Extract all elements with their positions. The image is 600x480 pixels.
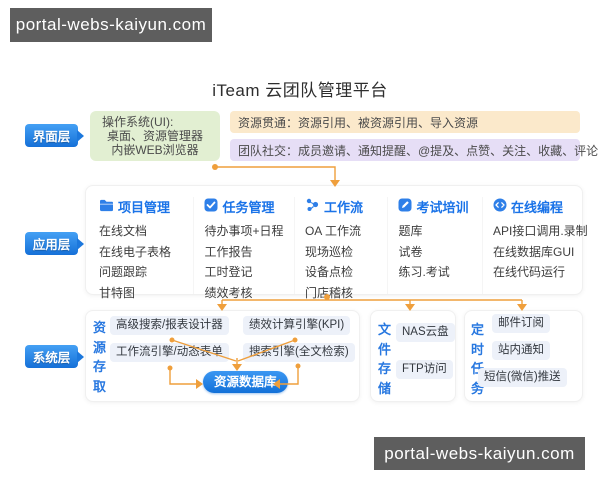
app-item: 试卷	[398, 244, 423, 259]
layer-tag-interface: 界面层	[25, 124, 78, 147]
app-item: 门店稽核	[304, 285, 353, 300]
workflow-icon	[305, 198, 320, 215]
app-item: 甘特图	[99, 285, 136, 300]
app-item: 待办事项+日程	[204, 224, 284, 238]
column-workflow: 工作流 OA 工作流 现场巡检 设备点检 门店稽核	[293, 197, 388, 300]
app-item: API接口调用.录制	[492, 224, 588, 238]
app-item: 在线代码运行	[492, 265, 565, 279]
column-title: 工作流	[323, 200, 363, 215]
application-layer-box: 项目管理 在线文档 在线电子表格 问题跟踪 甘特图 任务管理 待办事项+日程 工…	[85, 185, 588, 300]
layer-tag-application: 应用层	[25, 232, 78, 255]
pill-sms-push: 短信(微信)推送	[478, 368, 567, 387]
exam-icon	[398, 198, 412, 215]
column-title: 任务管理	[222, 200, 275, 215]
pill-workflow-engine: 工作流引擎/动态表单	[110, 343, 229, 362]
pill-kpi-engine: 绩效计算引擎(KPI)	[243, 316, 351, 335]
check-icon	[204, 198, 218, 215]
app-item: 工作报告	[204, 244, 253, 259]
app-item: 题库	[398, 224, 423, 238]
os-ui-box: 操作系统(UI): 桌面、资源管理器 内嵌WEB浏览器	[90, 111, 220, 161]
column-header: 在线编程	[493, 197, 582, 216]
column-online-coding: 在线编程 API接口调用.录制 在线数据库GUI 在线代码运行	[481, 197, 588, 294]
pill-email-subscribe: 邮件订阅	[492, 314, 550, 333]
column-exam-training: 考试培训 题库 试卷 练习.考试	[387, 197, 482, 294]
app-item: OA 工作流	[304, 224, 361, 238]
os-box-line1: 操作系统(UI):	[102, 115, 174, 129]
app-item: 绩效考核	[204, 285, 253, 300]
pill-advanced-search: 高级搜索/报表设计器	[110, 316, 229, 335]
column-title: 考试培训	[416, 200, 469, 215]
os-box-line3: 内嵌WEB浏览器	[111, 143, 199, 157]
app-item: 练习.考试	[398, 265, 450, 279]
app-item: 在线数据库GUI	[492, 244, 575, 259]
folder-icon	[99, 199, 114, 215]
app-item: 工时登记	[204, 265, 253, 279]
column-header: 任务管理	[204, 197, 293, 216]
file-storage-label: 文件存储	[377, 322, 391, 396]
os-box-line2: 桌面、资源管理器	[106, 129, 203, 143]
column-task-management: 任务管理 待办事项+日程 工作报告 工时登记 绩效考核	[193, 197, 293, 300]
app-item: 设备点检	[304, 265, 353, 279]
column-title: 项目管理	[118, 200, 171, 215]
team-social-bar: 团队社交：成员邀请、通知提醒、@提及、点赞、关注、收藏、评论	[230, 139, 598, 161]
app-item: 问题跟踪	[99, 265, 148, 279]
page-title: iTeam 云团队管理平台	[212, 81, 388, 100]
pill-ftp-access: FTP访问	[396, 360, 453, 379]
pill-nas-cloud: NAS云盘	[396, 323, 455, 342]
layer-tag-system: 系统层	[25, 345, 78, 368]
column-title: 在线编程	[510, 200, 563, 215]
column-header: 工作流	[305, 197, 388, 216]
code-icon	[493, 198, 507, 215]
app-item: 在线电子表格	[99, 244, 172, 259]
app-item: 现场巡检	[304, 244, 353, 259]
resource-access-label: 资源存取	[92, 320, 106, 394]
resource-database-button: 资源数据库	[203, 371, 288, 393]
pill-search-engine: 搜索引擎(全文检索)	[243, 343, 355, 362]
app-item: 在线文档	[99, 224, 148, 238]
column-header: 项目管理	[99, 197, 193, 216]
pill-site-notification: 站内通知	[492, 341, 550, 360]
watermark-top-left: portal-webs-kaiyun.com	[10, 8, 212, 42]
column-header: 考试培训	[398, 197, 482, 216]
watermark-bottom-right: portal-webs-kaiyun.com	[374, 437, 585, 470]
resource-connect-bar: 资源贯通：资源引用、被资源引用、导入资源	[230, 111, 580, 133]
column-project-management: 项目管理 在线文档 在线电子表格 问题跟踪 甘特图	[99, 197, 193, 300]
